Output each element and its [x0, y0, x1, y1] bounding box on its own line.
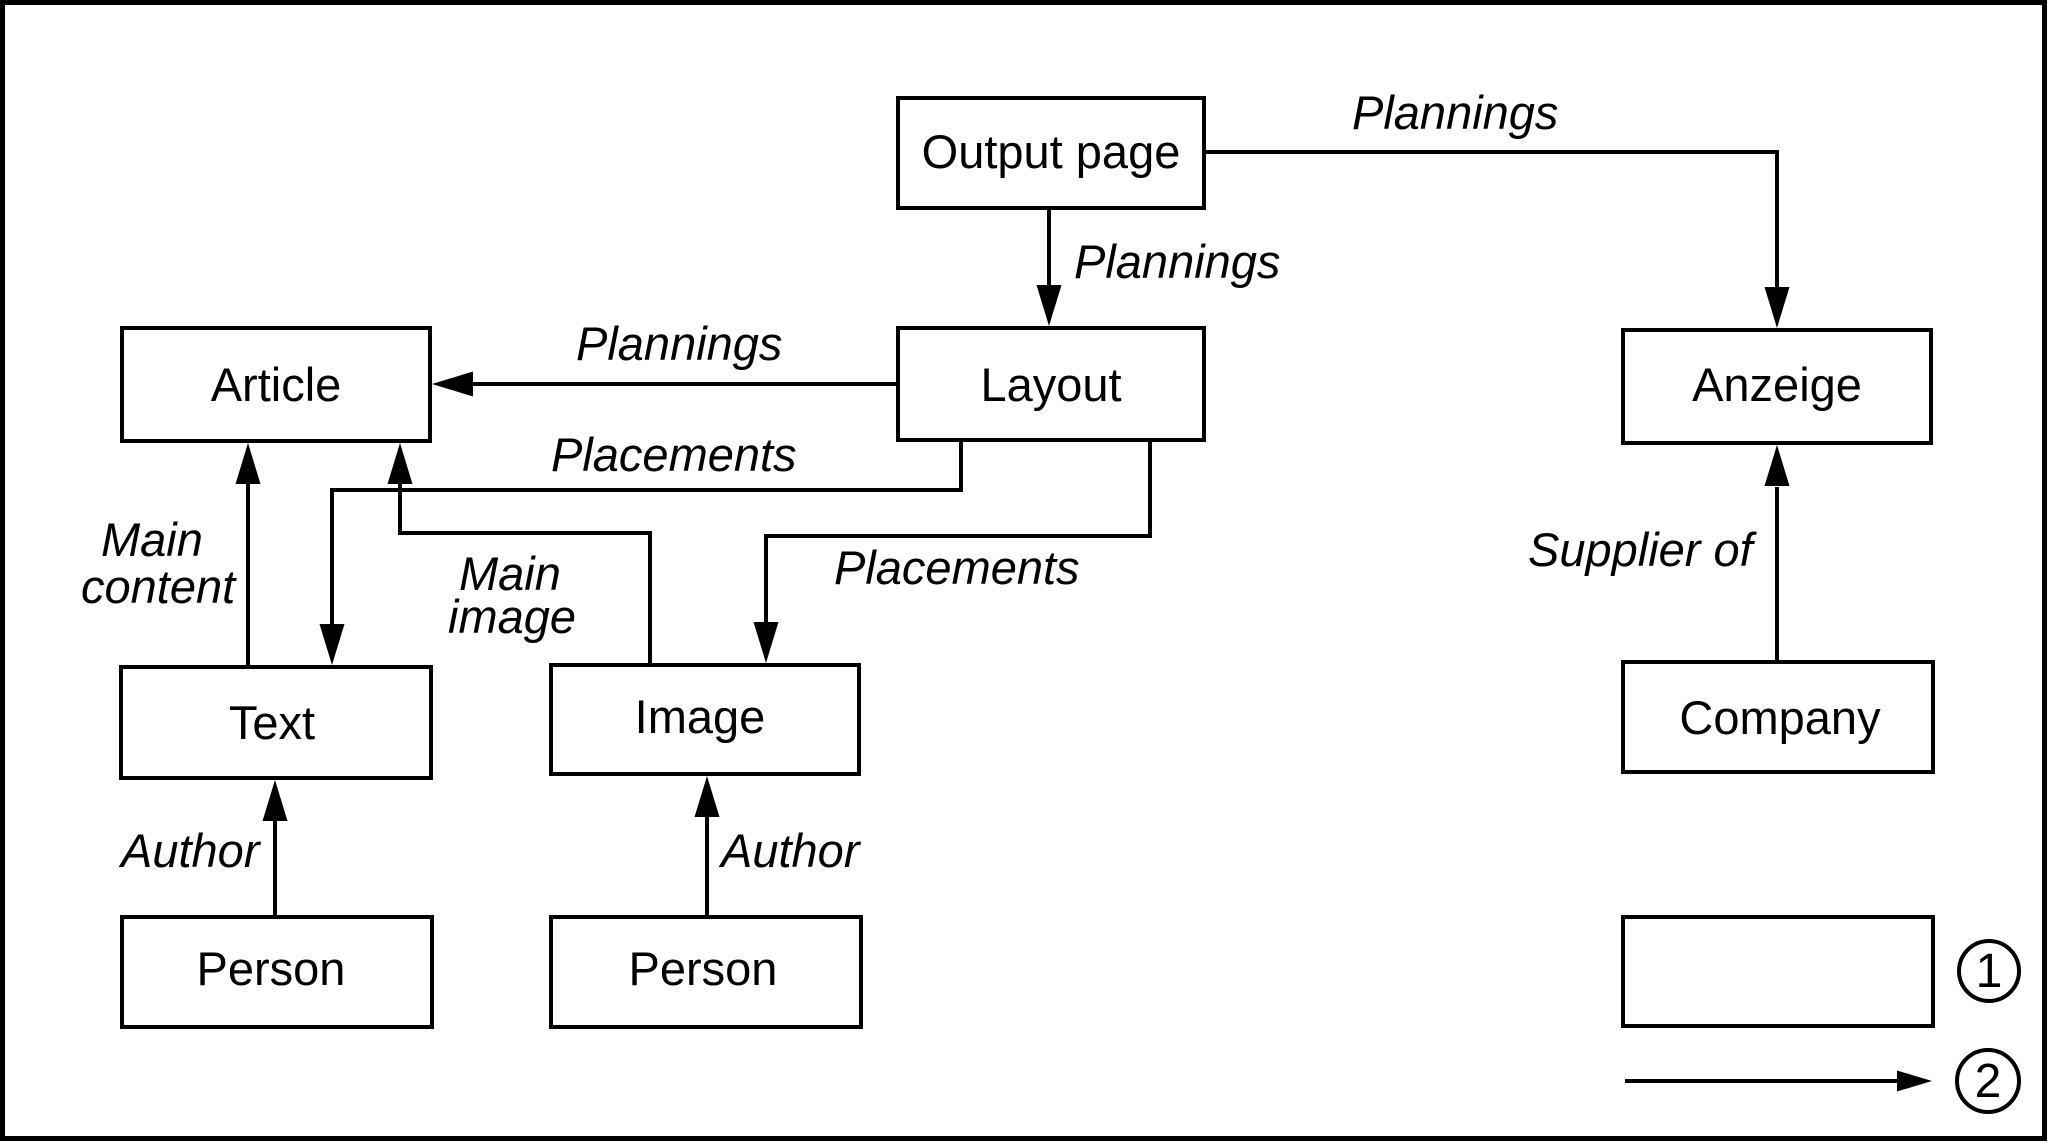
svg-text:Output page: Output page — [922, 125, 1181, 178]
svg-text:Placements: Placements — [834, 541, 1080, 594]
svg-text:Plannings: Plannings — [1074, 235, 1280, 288]
svg-text:Person: Person — [197, 942, 346, 995]
svg-text:Main: Main — [459, 547, 561, 600]
svg-text:Article: Article — [211, 358, 342, 411]
svg-text:Author: Author — [118, 824, 262, 877]
svg-text:image: image — [448, 590, 576, 643]
svg-text:Image: Image — [635, 690, 766, 743]
svg-text:Text: Text — [229, 696, 315, 749]
svg-text:content: content — [81, 560, 237, 613]
svg-text:Plannings: Plannings — [1352, 86, 1558, 139]
svg-text:2: 2 — [1975, 1055, 2002, 1108]
svg-text:Main: Main — [101, 513, 203, 566]
svg-text:Supplier of: Supplier of — [1528, 523, 1758, 576]
svg-text:Layout: Layout — [980, 358, 1121, 411]
svg-text:Person: Person — [629, 942, 778, 995]
svg-text:Placements: Placements — [551, 428, 797, 481]
svg-text:Company: Company — [1679, 691, 1881, 744]
svg-text:Author: Author — [718, 824, 862, 877]
svg-text:Anzeige: Anzeige — [1692, 358, 1862, 411]
svg-text:Plannings: Plannings — [576, 317, 782, 370]
svg-text:1: 1 — [1976, 945, 2003, 998]
